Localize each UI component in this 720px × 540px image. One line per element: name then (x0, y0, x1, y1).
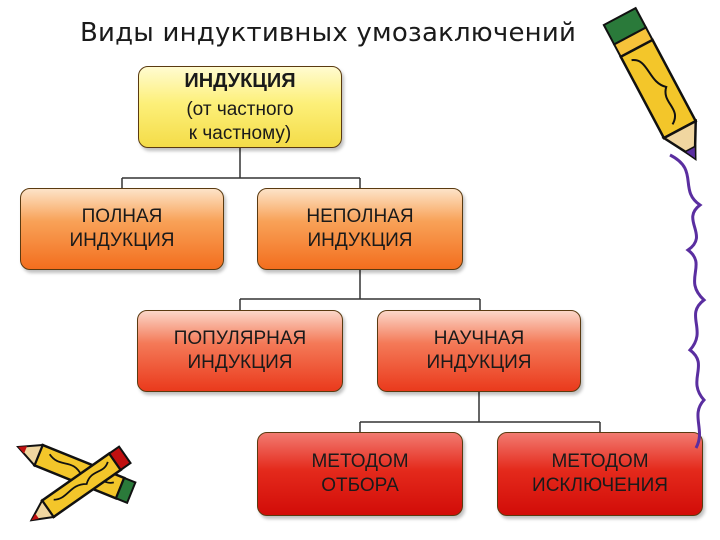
node-sublabel: (от частного (186, 98, 294, 120)
diagram-title: Виды индуктивных умозаключений (80, 18, 577, 48)
node-label: ИНДУКЦИЯ (184, 69, 296, 92)
node-label: ИНДУКЦИЯ (187, 352, 293, 373)
connector-incomplete (239, 270, 481, 310)
node-label: ИНДУКЦИЯ (426, 352, 532, 373)
node-selection-method: МЕТОДОМ ОТБОРА (257, 432, 463, 516)
node-popular-induction: ПОПУЛЯРНАЯ ИНДУКЦИЯ (137, 310, 343, 392)
node-label: ПОПУЛЯРНАЯ (173, 328, 307, 350)
node-label: НАУЧНАЯ (433, 328, 525, 350)
node-sublabel: к частному) (188, 122, 292, 144)
node-label: МЕТОДОМ (311, 451, 409, 473)
squiggle-line (669, 153, 707, 449)
node-label: ОТБОРА (321, 475, 399, 496)
pencils-icon (16, 443, 137, 522)
connector-scientific (359, 392, 601, 432)
connector-root (121, 148, 361, 188)
node-label: ИСКЛЮЧЕНИЯ (532, 475, 668, 496)
node-label: НЕПОЛНАЯ (306, 206, 414, 228)
node-label: ИНДУКЦИЯ (69, 230, 175, 251)
node-induction: ИНДУКЦИЯ (от частного к частному) (138, 66, 342, 148)
node-full-induction: ПОЛНАЯ ИНДУКЦИЯ (20, 188, 224, 270)
node-incomplete-induction: НЕПОЛНАЯ ИНДУКЦИЯ (257, 188, 463, 270)
pencil-icon (602, 6, 698, 162)
node-label: ИНДУКЦИЯ (307, 230, 413, 251)
node-exclusion-method: МЕТОДОМ ИСКЛЮЧЕНИЯ (497, 432, 703, 516)
node-scientific-induction: НАУЧНАЯ ИНДУКЦИЯ (377, 310, 581, 392)
node-label: ПОЛНАЯ (81, 206, 163, 228)
node-label: МЕТОДОМ (551, 451, 649, 473)
